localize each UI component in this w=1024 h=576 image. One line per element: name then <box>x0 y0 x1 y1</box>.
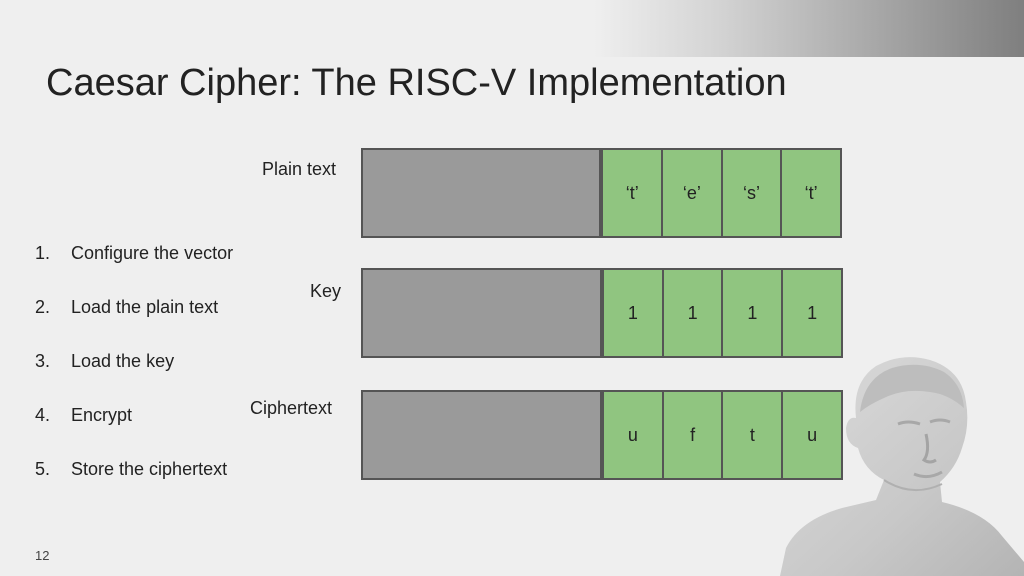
ciphertext-cell: f <box>661 392 722 478</box>
caesar-bust-image <box>780 357 1024 576</box>
step-number: 4. <box>35 405 51 425</box>
step-text: Load the plain text <box>71 297 219 317</box>
plain-text-cell: ‘s’ <box>720 150 781 236</box>
top-gradient-bar <box>0 0 1024 57</box>
unused-region <box>363 150 602 236</box>
key-cell: 1 <box>661 270 722 356</box>
plain-text-cell: ‘e’ <box>661 150 721 236</box>
step-item: 4. Encrypt <box>35 405 233 459</box>
unused-region <box>363 392 602 478</box>
plain-text-cell: ‘t’ <box>780 150 840 236</box>
step-text: Encrypt <box>71 405 133 425</box>
step-text: Configure the vector <box>71 243 234 263</box>
plain-text-label: Plain text <box>262 159 337 179</box>
key-register: 1 1 1 1 <box>361 268 843 358</box>
page-number: 12 <box>35 548 50 563</box>
plain-text-cell: ‘t’ <box>601 150 662 236</box>
step-text: Store the ciphertext <box>71 459 228 479</box>
key-cell: 1 <box>781 270 841 356</box>
ciphertext-cell: u <box>601 392 662 478</box>
step-number: 5. <box>35 459 51 479</box>
slide-title: Caesar Cipher: The RISC-V Implementation <box>46 62 787 104</box>
step-number: 3. <box>35 351 51 371</box>
steps-list: 1. Configure the vector 2. Load the plain … <box>35 243 233 513</box>
ciphertext-cell: u <box>781 392 841 478</box>
plain-text-register: ‘t’ ‘e’ ‘s’ ‘t’ <box>361 148 842 238</box>
key-cell: 1 <box>721 270 782 356</box>
step-item: 5. Store the ciphertext <box>35 459 233 513</box>
unused-region <box>363 270 602 356</box>
key-label: Key <box>310 281 342 301</box>
step-number: 2. <box>35 297 51 317</box>
step-text: Load the key <box>71 351 175 371</box>
ciphertext-label: Ciphertext <box>250 398 333 418</box>
step-item: 3. Load the key <box>35 351 233 405</box>
ciphertext-cell: t <box>721 392 782 478</box>
step-number: 1. <box>35 243 51 263</box>
step-item: 2. Load the plain text <box>35 297 233 351</box>
ciphertext-register: u f t u <box>361 390 843 480</box>
step-item: 1. Configure the vector <box>35 243 233 297</box>
key-cell: 1 <box>601 270 662 356</box>
